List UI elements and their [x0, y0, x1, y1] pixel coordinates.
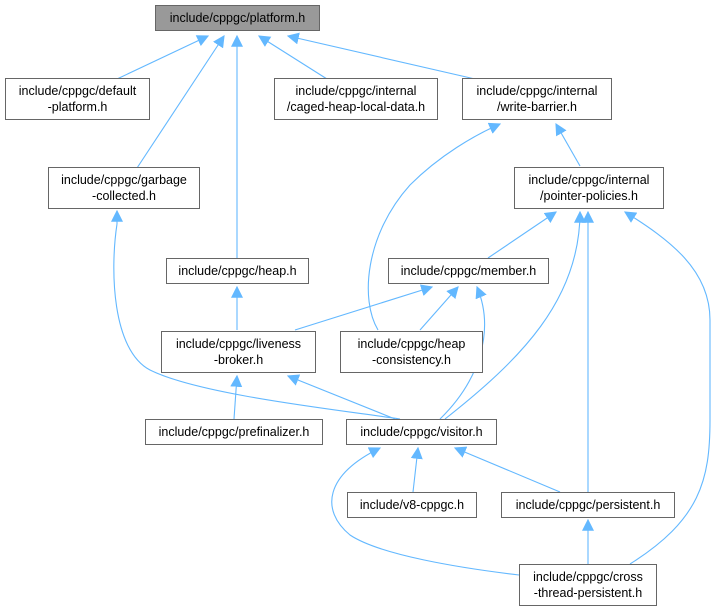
node-platform[interactable]: include/cppgc/platform.h — [155, 5, 320, 31]
edge-pointer-policies-to-write-barrier — [555, 122, 581, 167]
edge-visitor-to-liveness — [286, 374, 396, 420]
node-default-platform[interactable]: include/cppgc/default -platform.h — [5, 78, 150, 120]
node-label: include/cppgc/liveness — [175, 337, 302, 351]
edge-persistent-to-visitor — [453, 446, 561, 493]
node-label: /caged-heap-local-data.h — [286, 100, 426, 114]
node-label: include/cppgc/heap — [357, 337, 466, 351]
node-label: include/cppgc/default — [18, 84, 137, 98]
node-label: include/cppgc/cross — [533, 570, 643, 584]
edge-prefinalizer-to-liveness — [230, 374, 243, 420]
node-label: -thread-persistent.h — [533, 586, 643, 600]
node-label: -broker.h — [213, 353, 264, 367]
edge-heap-consistency-to-write-barrier — [367, 122, 502, 331]
edge-heap-consistency-to-member — [419, 286, 459, 331]
node-liveness-broker[interactable]: include/cppgc/liveness -broker.h — [161, 331, 316, 373]
node-prefinalizer[interactable]: include/cppgc/prefinalizer.h — [145, 419, 323, 445]
node-visitor[interactable]: include/cppgc/visitor.h — [346, 419, 497, 445]
node-label: include/cppgc/internal — [476, 84, 598, 98]
node-label: include/cppgc/heap.h — [178, 264, 297, 278]
node-heap[interactable]: include/cppgc/heap.h — [166, 258, 309, 284]
edge-garbage-collected-to-platform — [136, 34, 225, 169]
node-label: include/cppgc/prefinalizer.h — [158, 425, 310, 439]
node-garbage-collected[interactable]: include/cppgc/garbage -collected.h — [48, 167, 200, 209]
node-label: include/cppgc/internal — [295, 84, 417, 98]
node-label: /pointer-policies.h — [540, 189, 638, 203]
node-pointer-policies[interactable]: include/cppgc/internal/pointer-policies.… — [514, 167, 664, 209]
edge-garbage-collected-to-visitor — [113, 223, 401, 420]
node-label: -consistency.h — [372, 353, 451, 367]
edge-write-barrier-to-platform — [286, 32, 476, 80]
node-label: include/cppgc/member.h — [400, 264, 537, 278]
node-persistent[interactable]: include/cppgc/persistent.h — [501, 492, 675, 518]
edge-cross-to-pointer-policies — [623, 211, 711, 565]
edge-cross-to-visitor — [331, 447, 520, 576]
edge-caged-to-platform — [257, 35, 328, 80]
node-caged-heap-local-data[interactable]: include/cppgc/internal/caged-heap-local-… — [274, 78, 438, 120]
node-label: include/cppgc/garbage — [61, 173, 187, 187]
node-v8-cppgc[interactable]: include/v8-cppgc.h — [347, 492, 477, 518]
edge-member-to-pointer-policies — [487, 211, 557, 259]
edge-visitor-to-pointer-policies — [444, 210, 586, 420]
node-label: /write-barrier.h — [497, 100, 577, 114]
node-label: include/cppgc/platform.h — [169, 11, 306, 25]
node-heap-consistency[interactable]: include/cppgc/heap -consistency.h — [340, 331, 483, 373]
edge-v8-cppgc-to-visitor — [410, 446, 423, 493]
edge-liveness-to-member — [294, 284, 434, 331]
node-label: include/cppgc/internal — [528, 173, 650, 187]
node-label: include/v8-cppgc.h — [359, 498, 465, 512]
node-member[interactable]: include/cppgc/member.h — [388, 258, 549, 284]
node-label: include/cppgc/persistent.h — [515, 498, 661, 512]
node-label: -platform.h — [47, 100, 108, 114]
node-cross-thread-persistent[interactable]: include/cppgc/cross -thread-persistent.h — [519, 564, 657, 606]
node-label: include/cppgc/visitor.h — [360, 425, 483, 439]
node-label: -collected.h — [92, 189, 156, 203]
node-write-barrier[interactable]: include/cppgc/internal/write-barrier.h — [462, 78, 612, 120]
edge-default-platform-to-platform — [116, 35, 210, 80]
